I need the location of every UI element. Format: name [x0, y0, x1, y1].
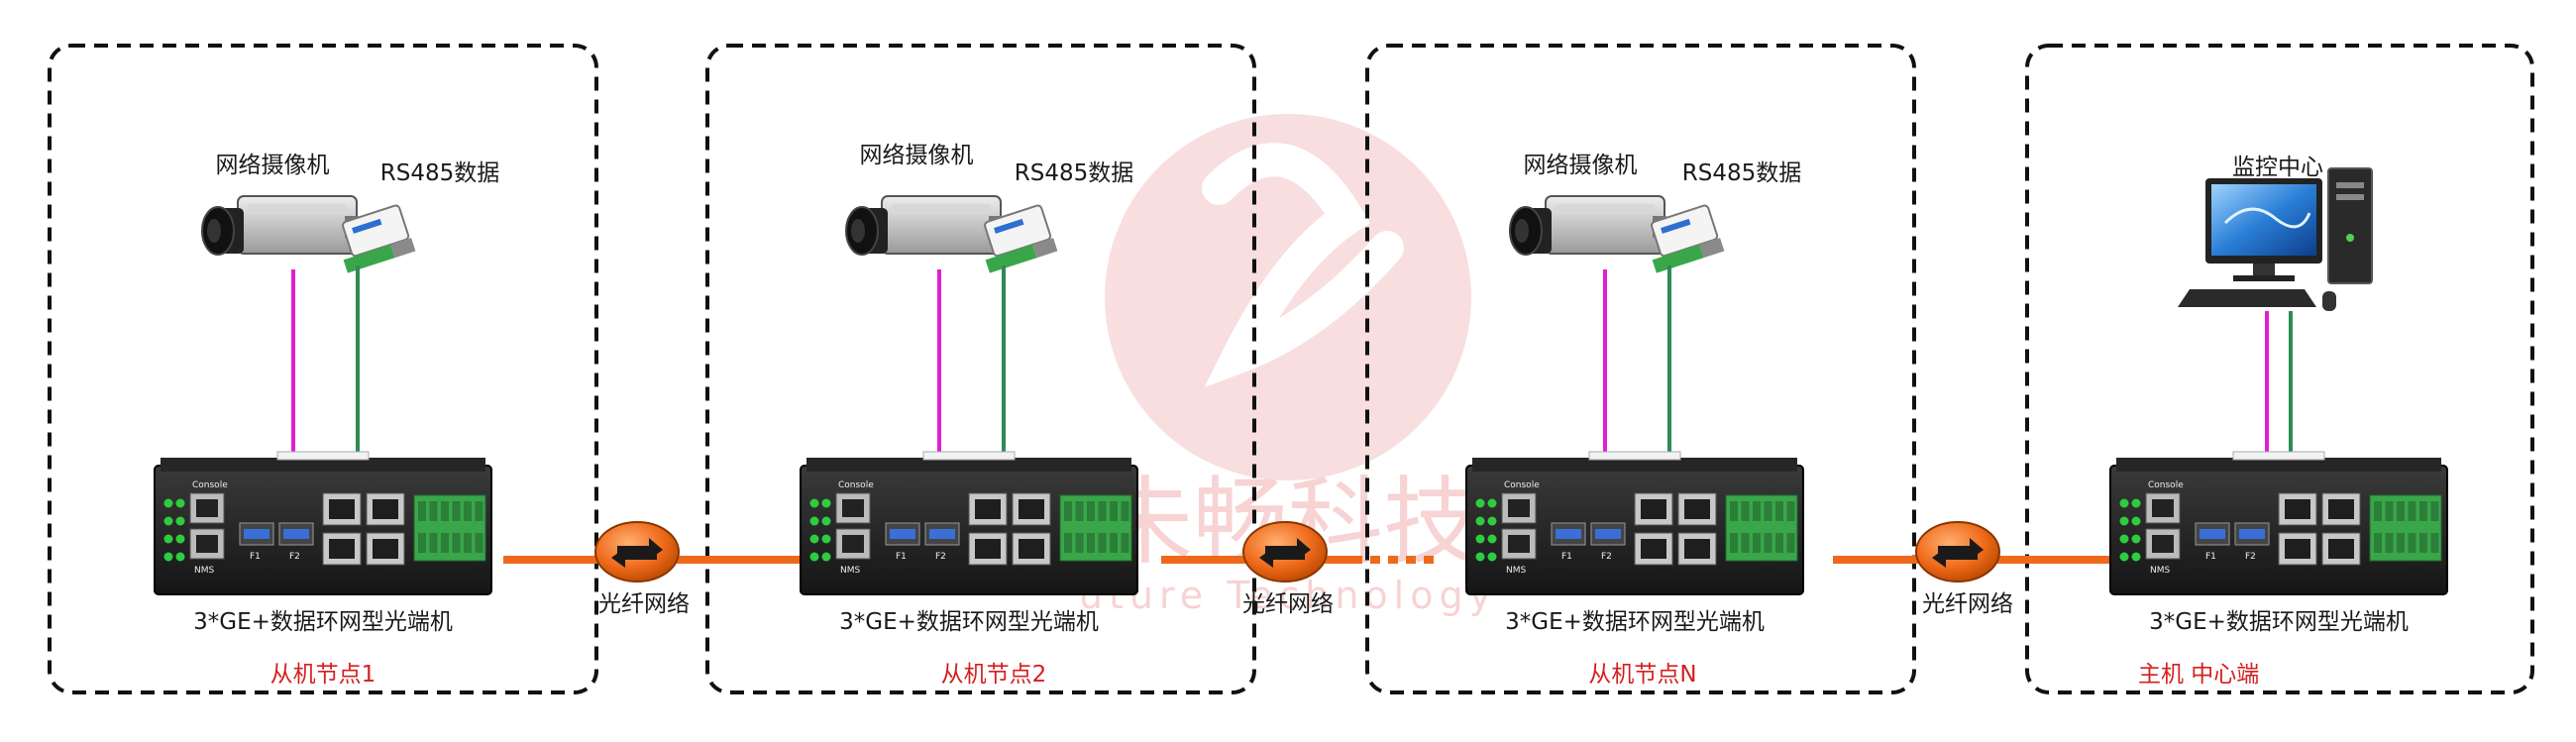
console-label: Console — [2148, 480, 2184, 490]
sfp-label: F2 — [1601, 552, 1612, 562]
status-led — [2119, 516, 2129, 526]
console-label: Console — [192, 480, 228, 490]
status-led — [2119, 498, 2129, 508]
status-led — [1475, 498, 1485, 508]
status-led — [2119, 552, 2129, 562]
fiber-network-icon — [594, 521, 680, 583]
device-label: 3*GE+数据环网型光端机 — [839, 609, 1099, 635]
sfp-label: F2 — [935, 552, 946, 562]
sfp-label: F1 — [2205, 552, 2216, 562]
nms-label: NMS — [194, 566, 214, 576]
rs485-label: RS485数据 — [1682, 160, 1801, 186]
node-box-1 — [48, 44, 598, 694]
camera-label: 网络摄像机 — [860, 143, 974, 168]
status-led — [1487, 498, 1497, 508]
device-label: 3*GE+数据环网型光端机 — [2149, 609, 2409, 635]
status-led — [809, 498, 819, 508]
sfp-label: F1 — [1561, 552, 1572, 562]
camera-icon — [201, 195, 359, 256]
status-led — [809, 552, 819, 562]
status-led — [2131, 552, 2141, 562]
node-label: 从机节点1 — [270, 662, 376, 688]
nms-label: NMS — [840, 566, 860, 576]
fiber-link-label-3: 光纤网络 — [1922, 591, 2013, 617]
sfp-label: F2 — [289, 552, 300, 562]
camera-icon — [845, 195, 1003, 256]
rs485-converter-icon — [984, 204, 1058, 273]
rs485-label: RS485数据 — [380, 160, 499, 186]
monitoring-computer-icon — [2178, 167, 2373, 311]
status-led — [821, 552, 831, 562]
watermark-logo-stroke — [1202, 143, 1404, 388]
rs485-label: RS485数据 — [1015, 160, 1133, 186]
sfp-label: F2 — [2245, 552, 2256, 562]
camera-label: 网络摄像机 — [216, 153, 330, 178]
status-led — [175, 498, 185, 508]
node-box-master — [2025, 44, 2534, 694]
status-led — [1487, 534, 1497, 544]
node-box-2 — [705, 44, 1256, 694]
node-label: 主机 中心端 — [2138, 662, 2259, 688]
status-led — [821, 516, 831, 526]
node-label: 从机节点N — [1588, 662, 1696, 688]
nms-label: NMS — [2150, 566, 2170, 576]
fiber-link-label-2: 光纤网络 — [1242, 591, 1334, 617]
fiber-network-icon — [1915, 521, 2000, 583]
node-label: 从机节点2 — [941, 662, 1047, 688]
status-led — [809, 534, 819, 544]
fiber-network-icon — [1242, 521, 1328, 583]
status-led — [1475, 516, 1485, 526]
console-label: Console — [838, 480, 874, 490]
device-label: 3*GE+数据环网型光端机 — [193, 609, 453, 635]
status-led — [2119, 534, 2129, 544]
fiber-link-label-1: 光纤网络 — [598, 591, 690, 617]
sfp-label: F1 — [250, 552, 261, 562]
monitor-center-label: 监控中心 — [2232, 155, 2323, 180]
status-led — [1475, 552, 1485, 562]
status-led — [2131, 534, 2141, 544]
status-led — [163, 498, 173, 508]
status-led — [821, 534, 831, 544]
status-led — [809, 516, 819, 526]
status-led — [2131, 516, 2141, 526]
console-label: Console — [1504, 480, 1540, 490]
rs485-converter-icon — [1651, 204, 1725, 273]
status-led — [175, 534, 185, 544]
nms-label: NMS — [1506, 566, 1526, 576]
camera-icon — [1509, 195, 1666, 256]
status-led — [163, 552, 173, 562]
status-led — [175, 516, 185, 526]
nms-port[interactable] — [835, 528, 871, 560]
device-label: 3*GE+数据环网型光端机 — [1505, 609, 1765, 635]
status-led — [1487, 516, 1497, 526]
status-led — [1487, 552, 1497, 562]
node-box-n — [1365, 44, 1916, 694]
status-led — [821, 498, 831, 508]
status-led — [1475, 534, 1485, 544]
status-led — [163, 516, 173, 526]
sfp-label: F1 — [896, 552, 907, 562]
status-led — [175, 552, 185, 562]
camera-label: 网络摄像机 — [1524, 153, 1638, 178]
status-led — [163, 534, 173, 544]
status-led — [2131, 498, 2141, 508]
